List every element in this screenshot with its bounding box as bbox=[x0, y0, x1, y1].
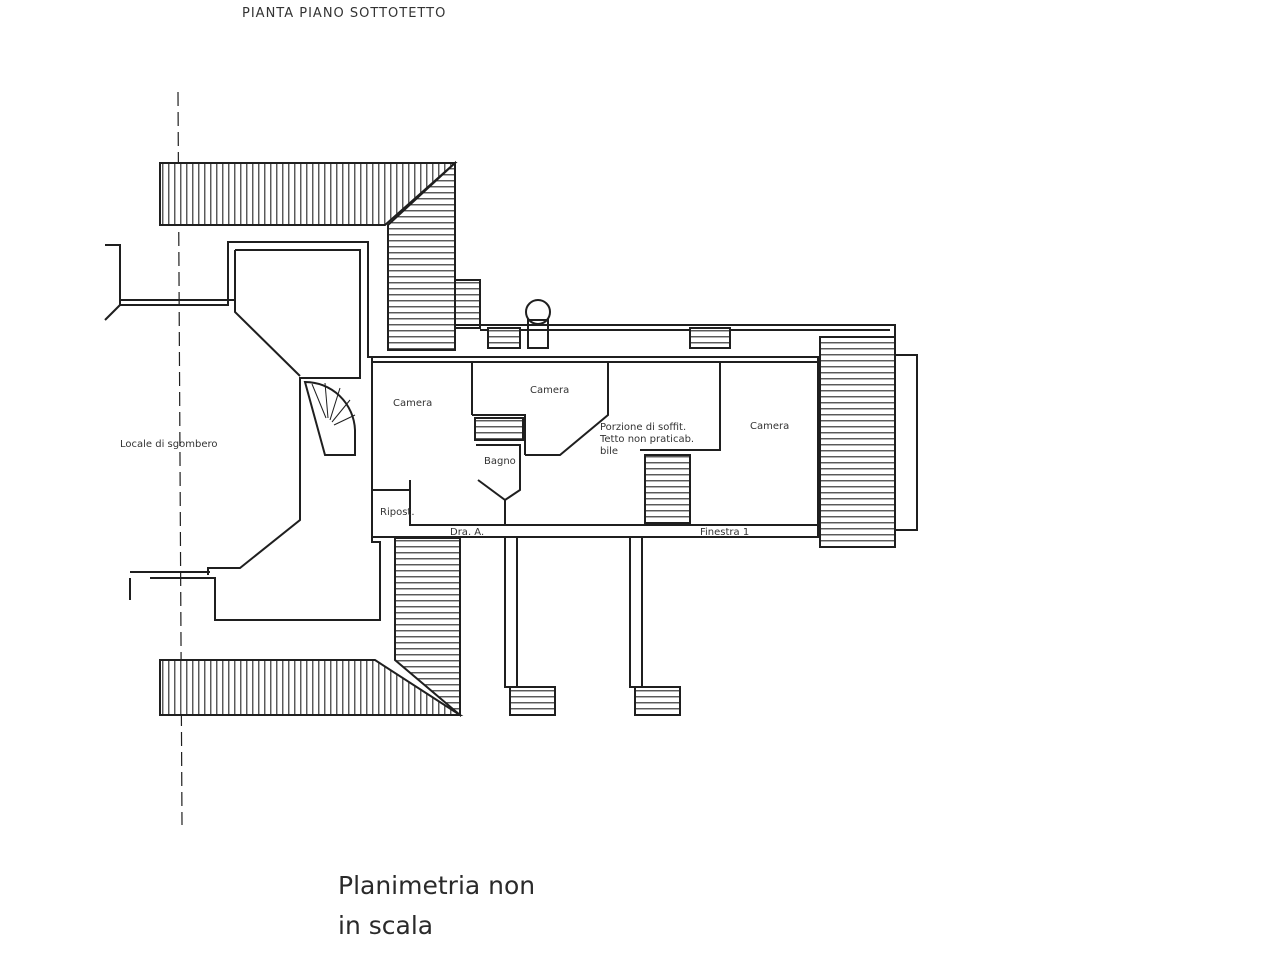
caption-line-2: in scala bbox=[338, 911, 434, 940]
small-stair bbox=[474, 417, 524, 441]
label-finestra-a: Dra. A. bbox=[450, 527, 484, 538]
inner-stair bbox=[644, 454, 691, 524]
label-finestra-b: Finestra 1 bbox=[700, 527, 749, 538]
label-porzione-1: Porzione di soffit. bbox=[600, 422, 686, 433]
top-chimney bbox=[525, 299, 551, 325]
storage-wall-outer bbox=[105, 241, 381, 621]
roof-top-step bbox=[454, 279, 481, 329]
stair-bottom-left bbox=[509, 686, 556, 716]
label-ripost: Ripost. bbox=[380, 507, 415, 518]
right-stair bbox=[819, 336, 896, 548]
label-porzione-3: bile bbox=[600, 446, 618, 457]
top-balcony bbox=[454, 324, 896, 350]
right-side bbox=[894, 354, 918, 531]
roof-top bbox=[159, 162, 458, 226]
support-left bbox=[504, 536, 518, 688]
stair-bottom-right bbox=[634, 686, 681, 716]
label-porzione-2: Tetto non praticab. bbox=[599, 434, 694, 445]
label-camera-2: Camera bbox=[530, 385, 569, 396]
caption-line-1: Planimetria non bbox=[338, 871, 536, 900]
plan-title: PIANTA PIANO SOTTOTETTO bbox=[242, 6, 447, 21]
main-block bbox=[371, 356, 819, 538]
support-right bbox=[629, 536, 643, 688]
scale-caption: Planimetria non in scala bbox=[338, 866, 535, 946]
label-locale-sgombero: Locale di sgombero bbox=[120, 439, 217, 450]
storage-wall-inner bbox=[207, 249, 361, 575]
label-bagno: Bagno bbox=[484, 456, 516, 467]
label-camera-1: Camera bbox=[393, 398, 432, 409]
label-camera-3: Camera bbox=[750, 421, 789, 432]
storage-wall-inner2 bbox=[234, 250, 301, 377]
